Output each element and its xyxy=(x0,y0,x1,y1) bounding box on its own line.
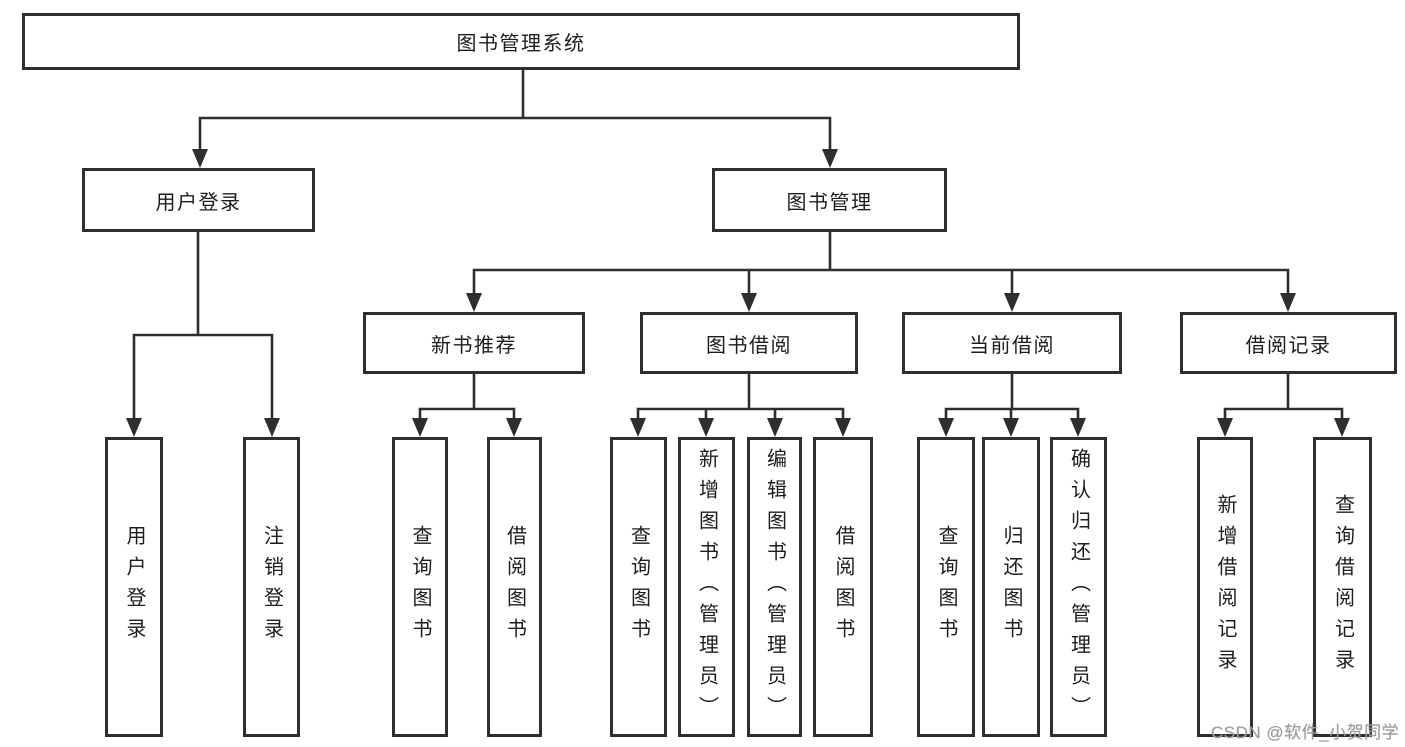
leaf-query-borrowing-record: 查询借阅记录 xyxy=(1313,437,1372,737)
leaf-label: 注销登录 xyxy=(260,525,283,649)
leaf-confirm-return-admin: 确认归还（管理员） xyxy=(1050,437,1107,737)
connector-borrowing-records-children xyxy=(1217,374,1350,437)
connector-new-book-children xyxy=(412,374,522,437)
connector-current-borrowing-children xyxy=(938,374,1086,437)
node-label: 图书借阅 xyxy=(706,334,792,357)
node-borrowing-records: 借阅记录 xyxy=(1180,312,1397,374)
connector-root-to-level2 xyxy=(192,70,838,168)
leaf-label: 编辑图书（管理员） xyxy=(763,447,786,727)
leaf-label: 查询图书 xyxy=(935,525,957,649)
leaf-return-books: 归还图书 xyxy=(982,437,1040,737)
leaf-label: 用户登录 xyxy=(123,525,145,649)
leaf-label: 借阅图书 xyxy=(832,525,854,649)
node-user-login: 用户登录 xyxy=(82,168,315,232)
node-label: 图书管理 xyxy=(786,191,873,214)
leaf-query-books-borrowing: 查询图书 xyxy=(610,437,667,737)
node-book-borrowing: 图书借阅 xyxy=(640,312,858,374)
node-book-management: 图书管理 xyxy=(712,168,947,232)
connector-book-borrowing-children xyxy=(630,374,851,437)
leaf-label: 借阅图书 xyxy=(503,525,526,649)
node-current-borrowing: 当前借阅 xyxy=(902,312,1122,374)
node-label: 用户登录 xyxy=(155,191,242,214)
leaf-borrow-books-borrowing: 借阅图书 xyxy=(813,437,873,737)
leaf-label: 查询图书 xyxy=(627,525,650,649)
leaf-logout: 注销登录 xyxy=(243,437,300,737)
leaf-label: 确认归还（管理员） xyxy=(1067,447,1090,727)
leaf-borrow-books-recommend: 借阅图书 xyxy=(487,437,542,737)
leaf-edit-books-admin: 编辑图书（管理员） xyxy=(747,437,802,737)
leaf-user-login: 用户登录 xyxy=(105,437,163,737)
leaf-label: 新增借阅记录 xyxy=(1214,494,1236,680)
leaf-add-books-admin: 新增图书（管理员） xyxy=(678,437,735,737)
node-label: 借阅记录 xyxy=(1245,334,1332,357)
leaf-label: 查询借阅记录 xyxy=(1331,494,1354,680)
node-label: 当前借阅 xyxy=(969,334,1055,357)
node-library-management-system: 图书管理系统 xyxy=(22,13,1020,70)
csdn-watermark: CSDN @软件_小贺同学 xyxy=(1210,723,1399,742)
leaf-label: 归还图书 xyxy=(1000,525,1022,649)
leaf-label: 新增图书（管理员） xyxy=(695,447,718,727)
leaf-query-books-current: 查询图书 xyxy=(917,437,975,737)
leaf-query-books-recommend: 查询图书 xyxy=(392,437,448,737)
leaf-add-borrowing-record: 新增借阅记录 xyxy=(1197,437,1253,737)
connector-book-management-to-level3 xyxy=(466,232,1296,312)
leaf-label: 查询图书 xyxy=(409,525,431,649)
connector-user-login-children xyxy=(126,232,280,437)
node-label: 新书推荐 xyxy=(431,334,517,357)
node-new-book-recommendation: 新书推荐 xyxy=(363,312,585,374)
node-label: 图书管理系统 xyxy=(456,33,586,55)
